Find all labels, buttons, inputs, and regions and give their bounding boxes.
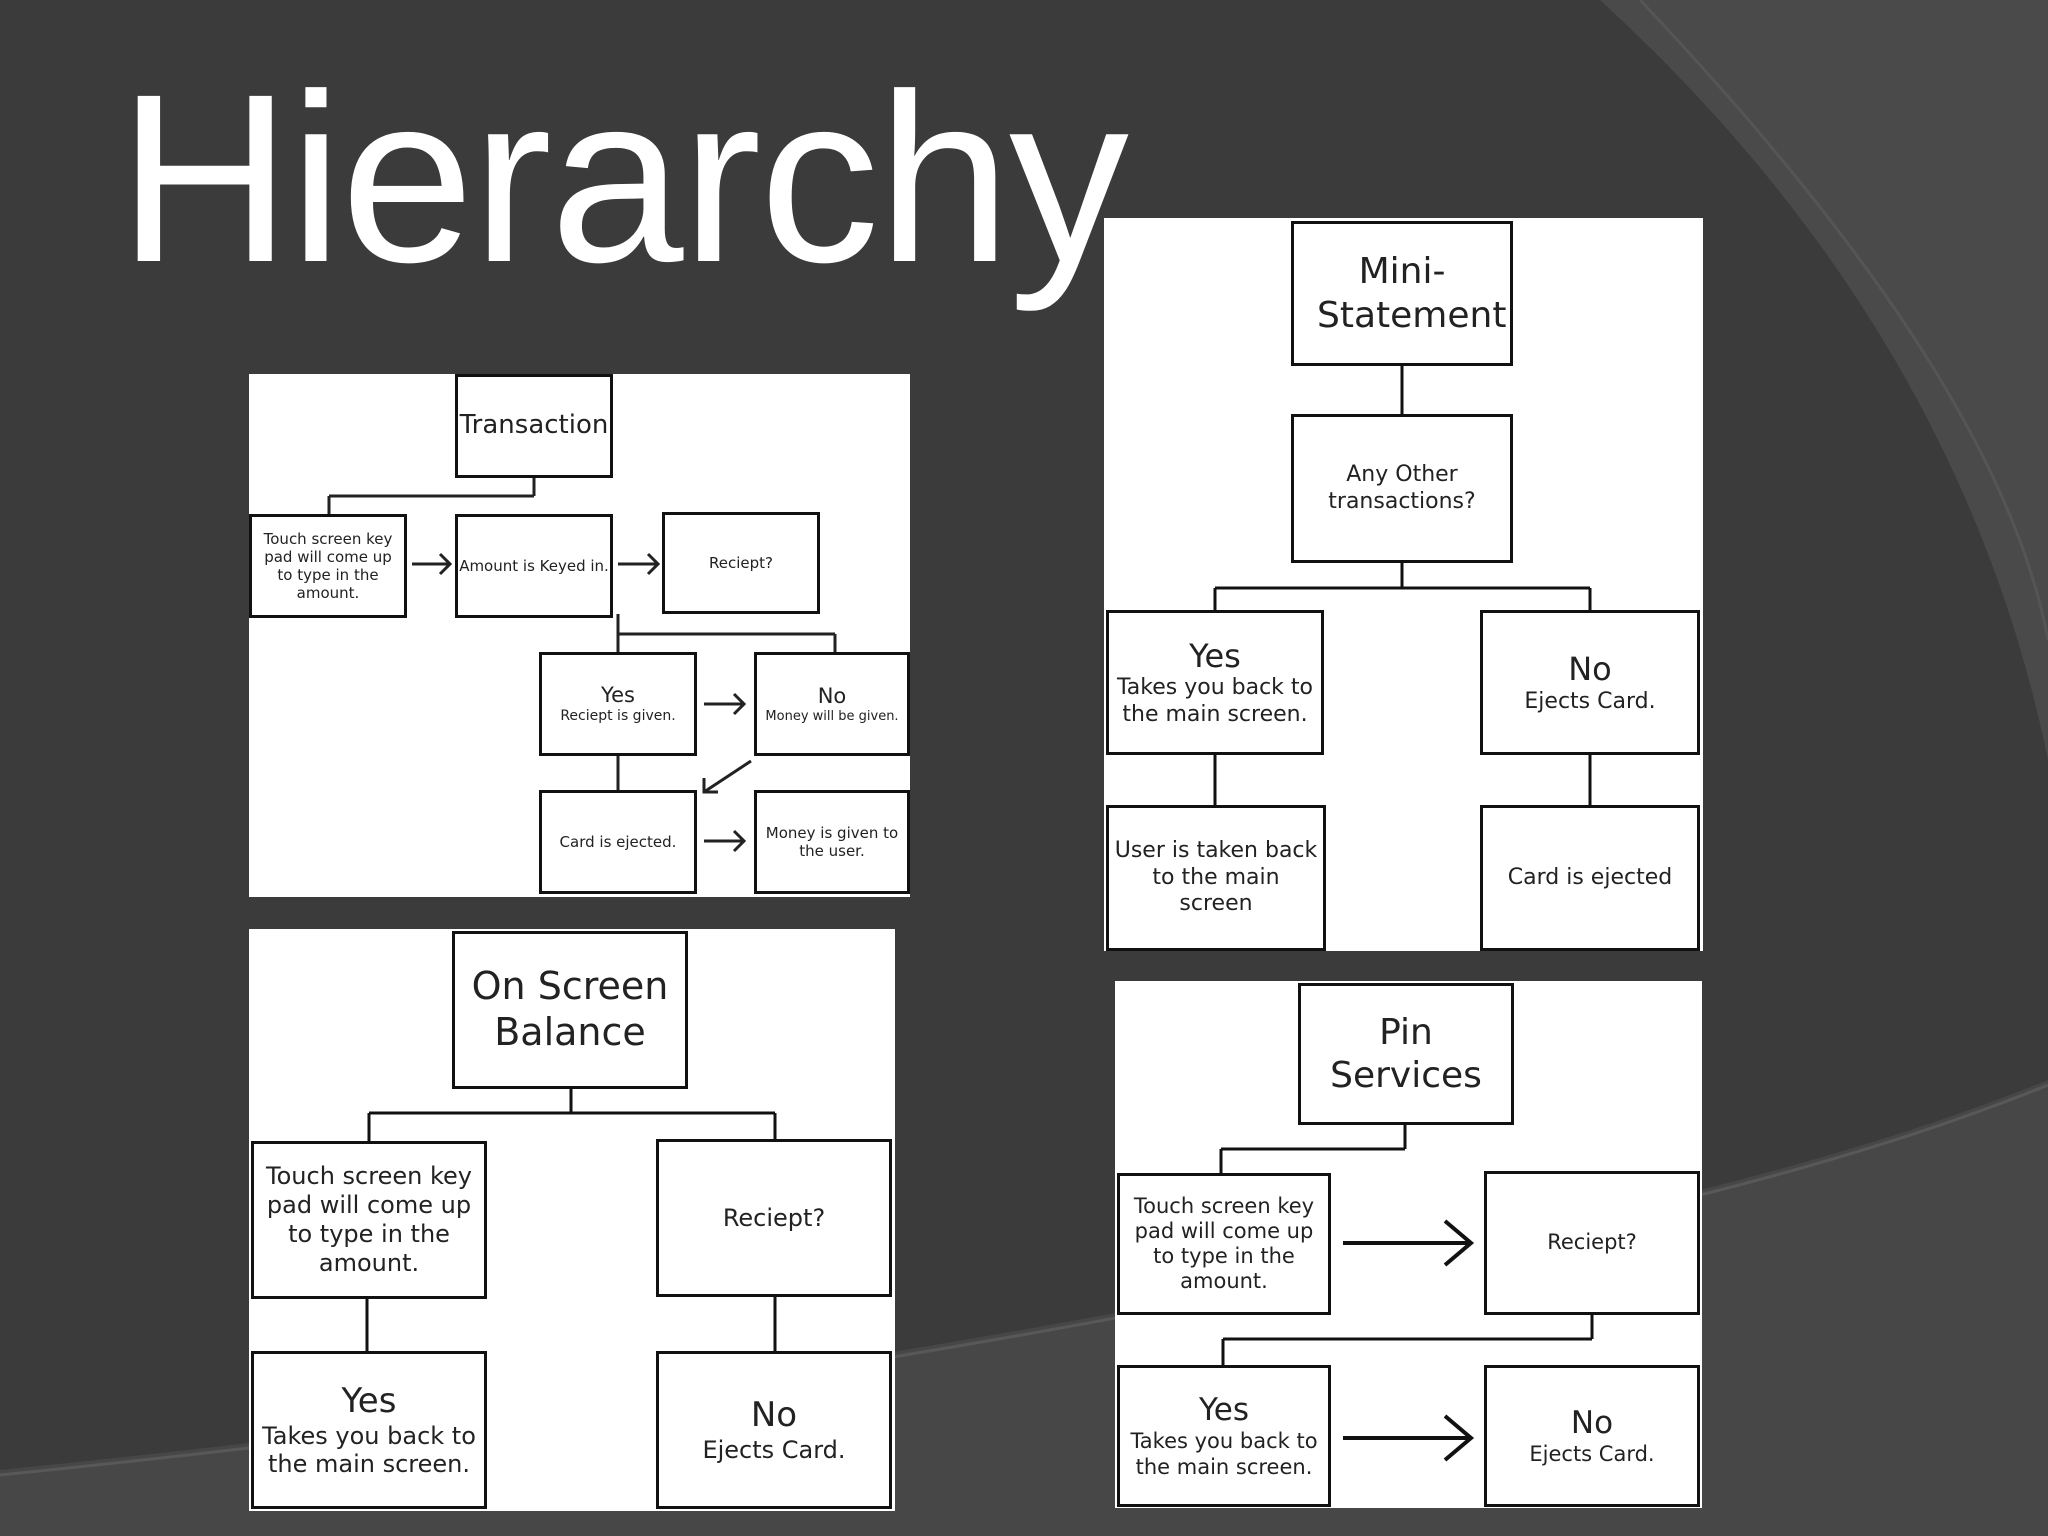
box-label: Pin Services: [1330, 1011, 1482, 1096]
slide-title: Hierarchy: [118, 44, 1129, 312]
box-label: No: [1568, 650, 1612, 689]
balance-keypad: Touch screen key pad will come up to typ…: [251, 1141, 487, 1299]
box-label: No: [750, 1395, 798, 1436]
transaction-receipt: Reciept?: [662, 512, 820, 614]
mini-statement-no-result: Card is ejected: [1480, 805, 1700, 951]
pin-services-keypad: Touch screen key pad will come up to typ…: [1117, 1173, 1331, 1315]
box-label: Any Other transactions?: [1328, 462, 1476, 514]
box-detail: Takes you back to the main screen.: [1130, 1429, 1318, 1479]
box-detail: Takes you back to the main screen.: [1116, 675, 1313, 727]
background-swoosh: [1600, 0, 2048, 760]
box-label: Card is ejected.: [559, 833, 677, 851]
pin-services-connectors: [1219, 1125, 1594, 1462]
transaction-yes: Yes Reciept is given.: [539, 652, 697, 756]
transaction-no: No Money will be given.: [754, 652, 910, 756]
box-detail: Ejects Card.: [1524, 688, 1656, 714]
box-label: Reciept?: [709, 554, 773, 572]
transaction-diagram: Transaction Touch screen key pad will co…: [249, 374, 910, 897]
arrow-icon: [412, 552, 752, 853]
box-label: Touch screen key pad will come up to typ…: [266, 1162, 472, 1277]
box-label: Transaction: [459, 410, 609, 441]
mini-statement-root: Mini-Statement: [1291, 221, 1513, 366]
transaction-amount: Amount is Keyed in.: [455, 514, 613, 618]
box-label: Yes: [1198, 1392, 1250, 1429]
box-label: Yes: [341, 1380, 397, 1421]
balance-root: On Screen Balance: [452, 931, 688, 1089]
transaction-keypad: Touch screen key pad will come up to typ…: [249, 514, 407, 618]
pin-services-root: Pin Services: [1298, 983, 1514, 1125]
mini-statement-yes-result: User is taken back to the main screen: [1106, 805, 1326, 951]
balance-diagram: On Screen Balance Touch screen key pad w…: [249, 929, 895, 1511]
box-label: Mini-Statement: [1317, 251, 1507, 336]
box-detail: Takes you back to the main screen.: [262, 1421, 476, 1479]
background-swoosh: [1638, 0, 2048, 641]
mini-statement-diagram: Mini-Statement Any Other transactions? Y…: [1104, 218, 1703, 951]
pin-services-receipt: Reciept?: [1484, 1171, 1700, 1315]
mini-statement-no: No Ejects Card.: [1480, 610, 1700, 755]
box-detail: Reciept is given.: [560, 708, 676, 725]
mini-statement-connectors: [1213, 366, 1592, 805]
balance-no: No Ejects Card.: [656, 1351, 892, 1509]
mini-statement-question: Any Other transactions?: [1291, 414, 1513, 563]
box-label: No: [817, 683, 847, 708]
box-label: Reciept?: [722, 1203, 826, 1232]
box-label: Card is ejected: [1507, 864, 1673, 890]
box-detail: Ejects Card.: [702, 1436, 846, 1464]
box-label: Money is given to the user.: [765, 824, 899, 860]
box-label: Touch screen key pad will come up to typ…: [1133, 1193, 1315, 1294]
box-detail: Ejects Card.: [1529, 1442, 1655, 1466]
balance-connectors: [365, 1089, 777, 1351]
box-label: User is taken back to the main screen: [1114, 838, 1318, 917]
box-label: On Screen Balance: [471, 964, 669, 1054]
transaction-card-ejected: Card is ejected.: [539, 790, 697, 894]
transaction-connectors: [327, 478, 837, 853]
pin-services-no: No Ejects Card.: [1484, 1365, 1700, 1507]
box-label: Amount is Keyed in.: [459, 557, 609, 575]
arrow-icon: [1343, 1219, 1475, 1462]
box-label: Reciept?: [1547, 1230, 1637, 1255]
box-label: Yes: [601, 683, 635, 707]
pin-services-yes: Yes Takes you back to the main screen.: [1117, 1365, 1331, 1507]
transaction-money-given: Money is given to the user.: [754, 790, 910, 894]
box-label: No: [1570, 1404, 1614, 1441]
box-label: Touch screen key pad will come up to typ…: [263, 530, 393, 602]
box-detail: Money will be given.: [765, 708, 899, 724]
balance-receipt: Reciept?: [656, 1139, 892, 1297]
mini-statement-yes: Yes Takes you back to the main screen.: [1106, 610, 1324, 755]
balance-yes: Yes Takes you back to the main screen.: [251, 1351, 487, 1509]
box-label: Yes: [1189, 636, 1241, 675]
pin-services-diagram: Pin Services Touch screen key pad will c…: [1115, 981, 1702, 1508]
transaction-root: Transaction: [455, 374, 613, 478]
